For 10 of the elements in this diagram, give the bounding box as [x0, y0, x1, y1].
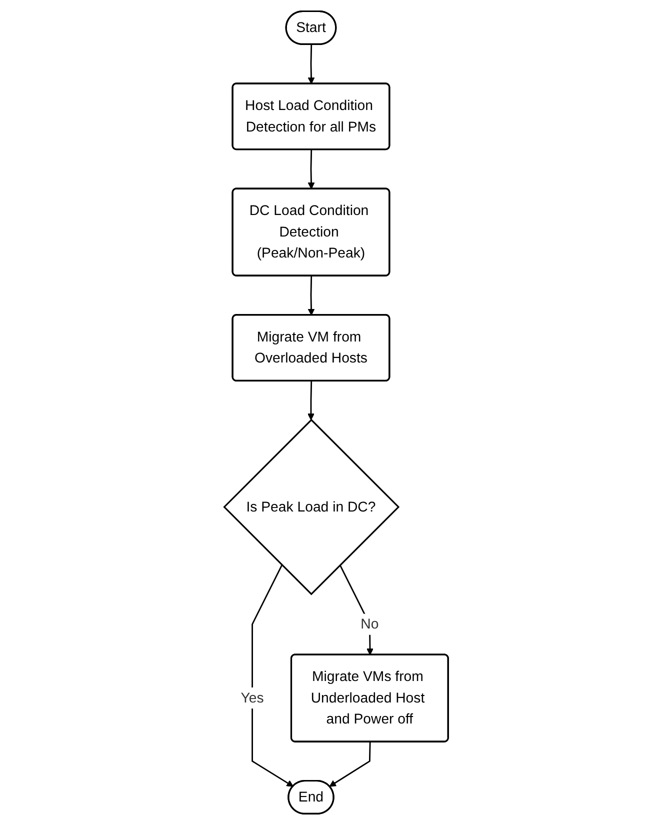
arrow: [339, 564, 374, 656]
edge-label: No: [360, 616, 379, 632]
node-diamond: Is Peak Load in DC?: [222, 418, 400, 596]
arrow: [308, 44, 314, 84]
arrow: [307, 381, 314, 420]
arrow: [308, 150, 314, 190]
arrow: [308, 276, 314, 316]
arrow: [329, 742, 371, 787]
arrow: [251, 564, 294, 787]
edge-label: Yes: [240, 690, 264, 706]
